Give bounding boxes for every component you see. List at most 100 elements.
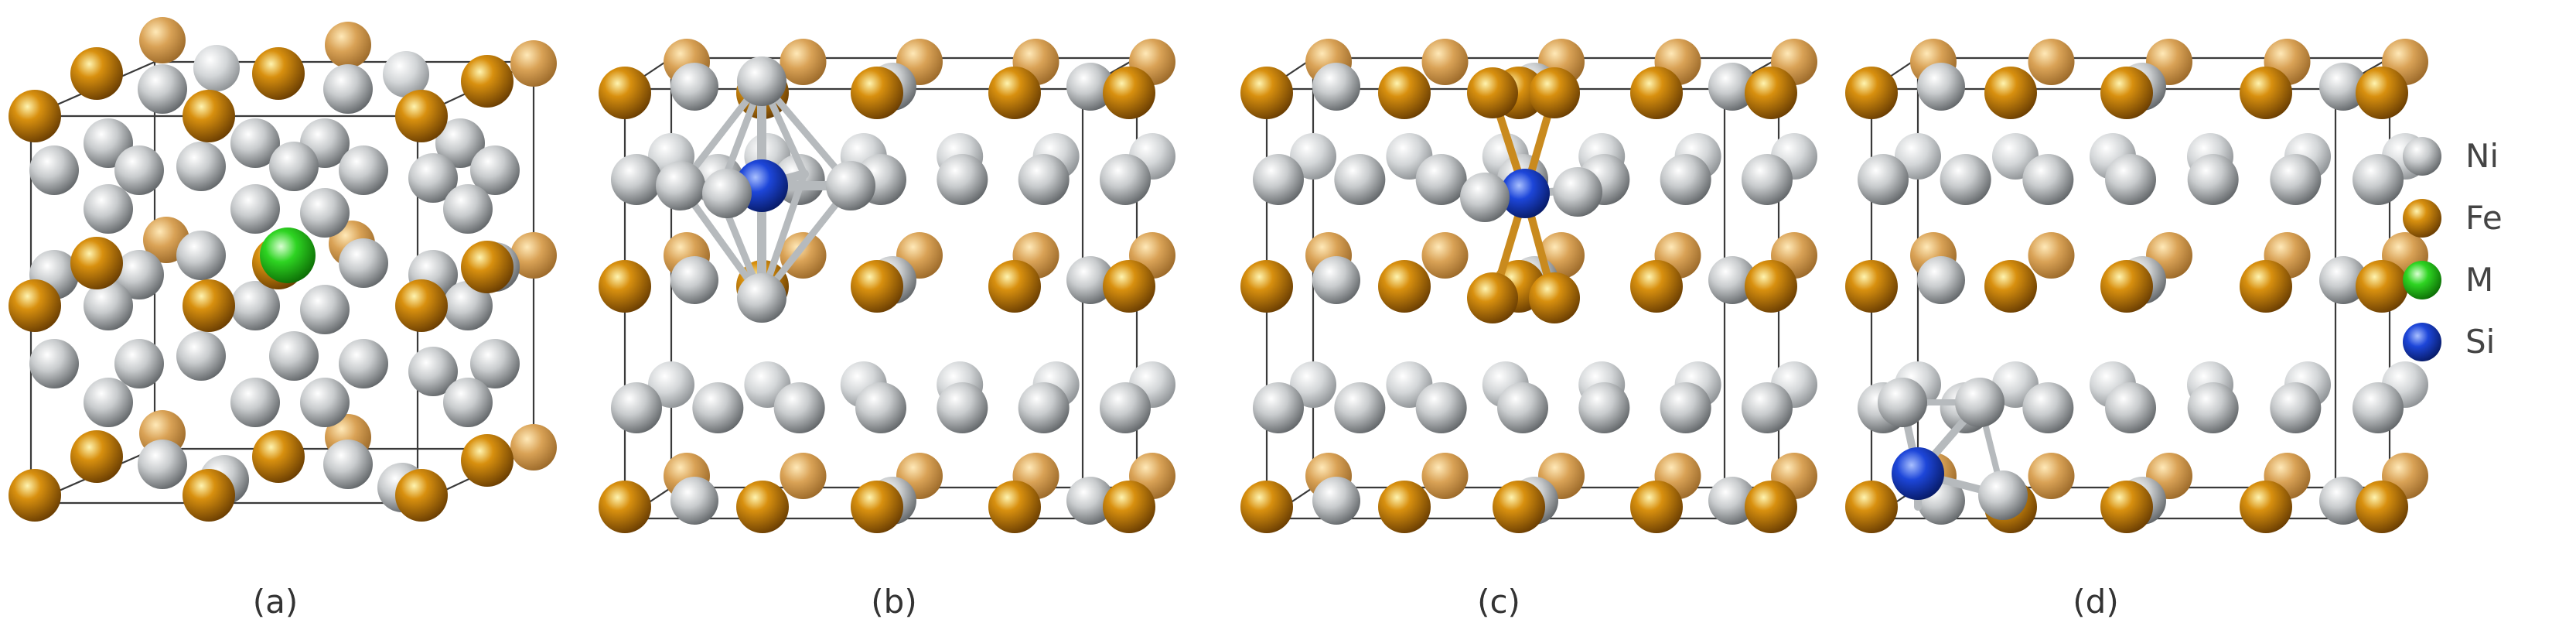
ni-atom (611, 154, 662, 205)
fe-atom (183, 279, 235, 332)
fe-atom (1103, 481, 1155, 533)
ni-atom (670, 63, 718, 111)
back-atom (139, 17, 186, 63)
ni-atom (1660, 382, 1711, 433)
ni-atom (339, 238, 388, 288)
fe-atom (9, 469, 61, 522)
ni-atom (176, 331, 226, 381)
panel-c-structure (1240, 39, 1817, 533)
legend-m-swatch (2403, 261, 2441, 299)
ni-atom (2353, 154, 2404, 205)
fe-atom (599, 260, 651, 313)
ni-atom (230, 281, 280, 330)
ni-atom (443, 184, 493, 234)
panel-label-c: (c) (1477, 583, 1520, 621)
ni-coord-atom (656, 161, 705, 210)
ni-atom (1742, 154, 1793, 205)
ni-atom (1312, 256, 1360, 304)
element-legend: Ni Fe M Si (2403, 137, 2503, 361)
fe-back-atom (780, 39, 827, 85)
ni-atom (114, 339, 164, 388)
ni-atom (300, 285, 350, 334)
fe-back-atom (1421, 232, 1469, 279)
ni-atom (176, 231, 226, 280)
ni-atom (2319, 63, 2367, 111)
fe-back-atom (780, 232, 827, 279)
ni-atom (1018, 154, 1070, 205)
ni-atom (611, 382, 662, 433)
ni-atom (84, 281, 133, 330)
ni-coord-atom (1878, 378, 1927, 427)
ni-atom (1253, 154, 1304, 205)
fe-atom (1378, 481, 1431, 533)
ni-atom (1312, 477, 1360, 525)
fe-atom (1984, 67, 2037, 119)
ni-atom (443, 281, 493, 330)
ni-atom (1415, 154, 1467, 205)
fe-atom (395, 279, 448, 332)
fe-atom (1240, 260, 1293, 313)
fe-atom (461, 434, 513, 487)
fe-atom (9, 90, 61, 142)
fe-atom (183, 90, 235, 142)
fe-atom (1240, 67, 1293, 119)
ni-atom (2105, 382, 2156, 433)
ni-atom (1858, 154, 1909, 205)
ni-atom (2022, 154, 2074, 205)
ni-back-atom (1290, 361, 1336, 408)
ni-atom (339, 145, 388, 195)
legend-si-label: Si (2465, 323, 2495, 361)
ni-coord-atom (1955, 378, 2005, 427)
fe-atom (9, 279, 61, 332)
fe-atom (1745, 481, 1797, 533)
panel-label-b: (b) (871, 583, 916, 621)
ni-atom (84, 378, 133, 427)
fe-atom (1630, 260, 1683, 313)
ni-atom (2270, 382, 2322, 433)
legend-ni-label: Ni (2465, 137, 2499, 175)
ni-atom (2022, 382, 2074, 433)
ni-atom (1708, 256, 1756, 304)
ni-atom (470, 339, 520, 388)
fe-atom (1984, 260, 2037, 313)
ni-atom (1917, 256, 1965, 304)
ni-coord-atom (1978, 470, 2028, 520)
ni-atom (269, 142, 319, 191)
fe-atom (461, 241, 513, 293)
fe-atom (599, 481, 651, 533)
panel-label-a: (a) (253, 583, 299, 621)
ni-atom (937, 382, 988, 433)
ni-atom (176, 142, 226, 191)
back-atom (510, 232, 557, 279)
ni-coord-atom (1460, 173, 1510, 222)
fe-atom (2356, 260, 2408, 313)
ni-coord-atom (737, 273, 786, 323)
fe-atom (988, 481, 1041, 533)
ni-atom (230, 118, 280, 168)
fe-atom (2240, 67, 2292, 119)
ni-atom (114, 145, 164, 195)
ni-atom (1253, 382, 1304, 433)
ni-atom (29, 339, 79, 388)
fe-atom (2356, 481, 2408, 533)
ni-atom (1940, 154, 1991, 205)
legend-fe-swatch (2403, 199, 2441, 238)
fe-atom (2100, 260, 2153, 313)
fe-atom (1845, 481, 1898, 533)
fe-coord-atom (1467, 272, 1518, 323)
ni-coord-atom (737, 56, 786, 106)
fe-atom (70, 237, 123, 289)
fe-atom (1103, 260, 1155, 313)
ni-atom (2187, 382, 2239, 433)
ni-atom (114, 250, 164, 299)
fe-atom (1630, 481, 1683, 533)
ni-coord-atom (1553, 167, 1602, 217)
fe-atom (1845, 67, 1898, 119)
ni-atom (1312, 63, 1360, 111)
ni-atom (1066, 477, 1114, 525)
fe-atom (1745, 260, 1797, 313)
ni-atom (1415, 382, 1467, 433)
legend-m-label: M (2465, 261, 2493, 299)
ni-coord-atom (826, 161, 875, 210)
fe-back-atom (1421, 39, 1469, 85)
